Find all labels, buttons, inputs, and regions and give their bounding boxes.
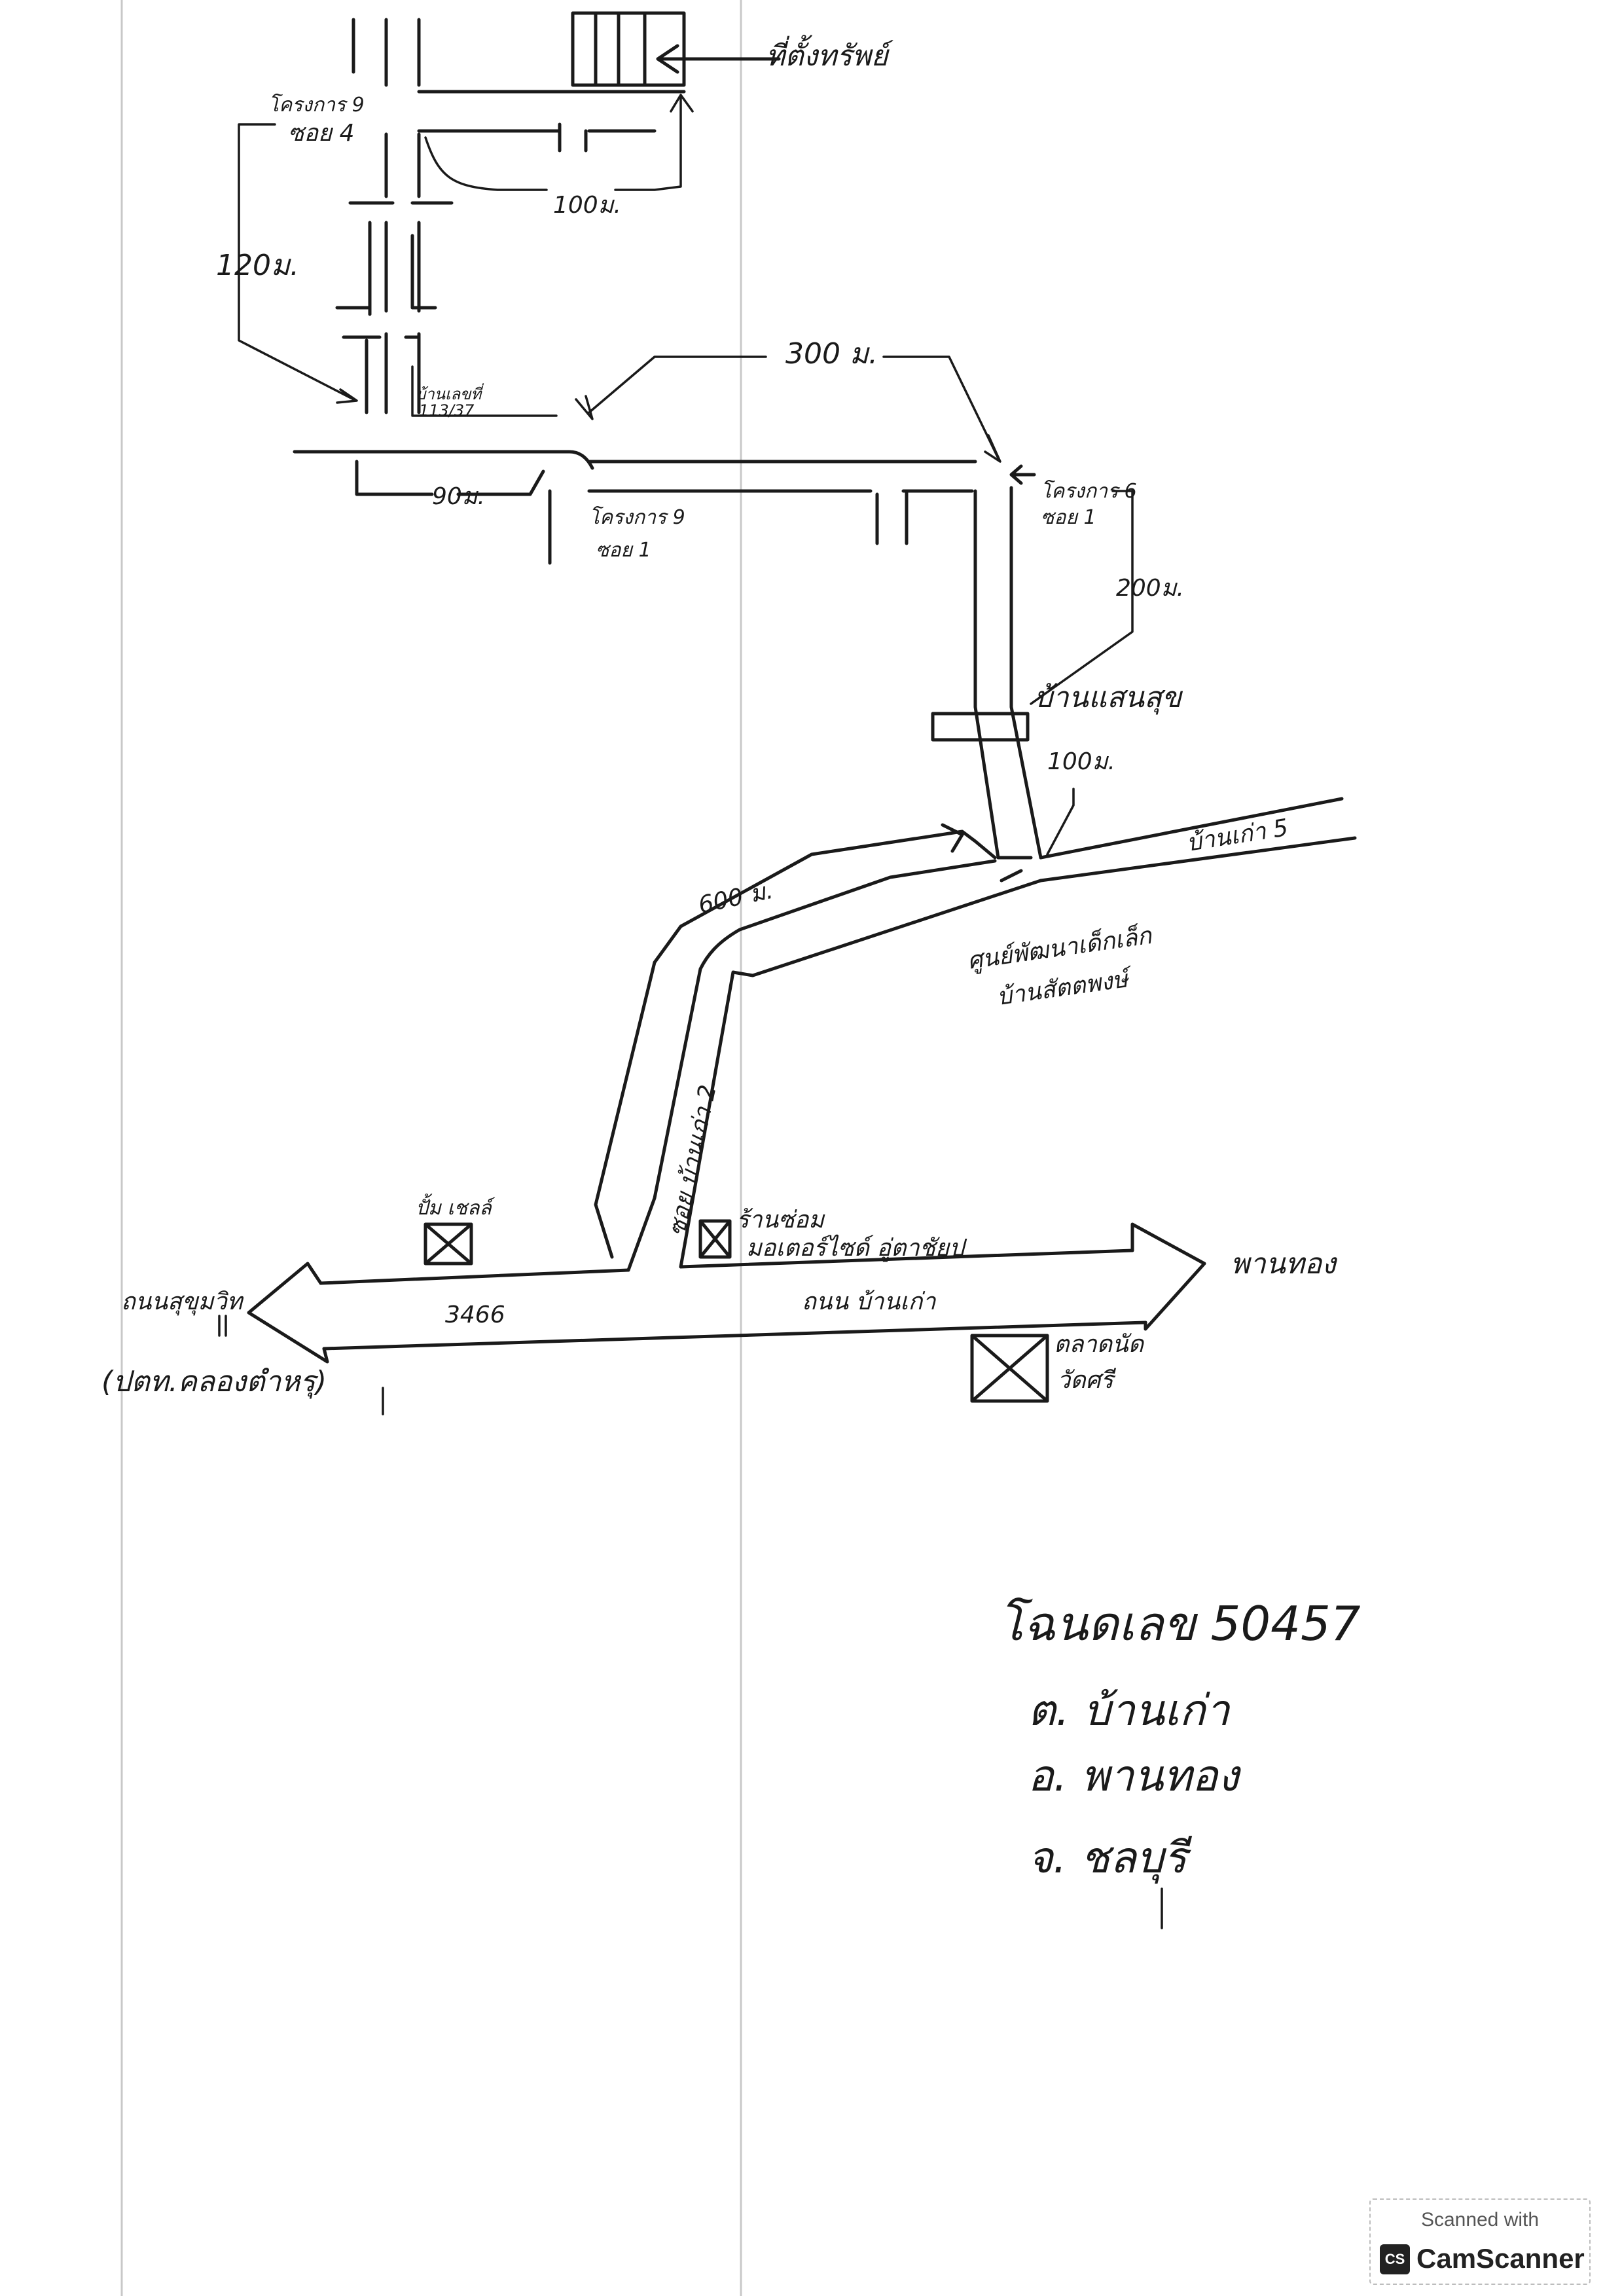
phan-thong-label: พานทอง: [1231, 1247, 1338, 1281]
deed-number: โฉนดเลข 50457: [998, 1596, 1361, 1651]
sukhumvit-label: ถนนสุขุมวิท: [121, 1288, 245, 1316]
project9-soi4-line2: ซอย 4: [288, 120, 355, 147]
project9-soi1-line2: ซอย 1: [596, 539, 651, 562]
market-line2: วัดศรี: [1057, 1367, 1117, 1394]
distance-600m: 600 ม.: [696, 877, 775, 919]
middle-road: [293, 355, 1134, 860]
market-line1: ตลาดนัด: [1054, 1331, 1145, 1358]
deed-province: จ. ชลบุรี: [1028, 1832, 1192, 1884]
house-plate-line2: 113/37: [419, 401, 475, 420]
deed-subdistrict: ต. บ้านเก่า: [1028, 1685, 1231, 1736]
baan-saen-sook-label: บ้านแสนสุข: [1034, 681, 1183, 715]
house-plate-line1: บ้านเลขที่: [416, 383, 484, 403]
project9-soi4-line1: โครงการ 9: [268, 93, 365, 117]
camscanner-logo-icon: CS: [1380, 2244, 1410, 2274]
distance-200m: 200ม.: [1116, 575, 1184, 602]
main-road-3466: [218, 1219, 1206, 1415]
distance-300m: 300 ม.: [785, 337, 878, 371]
distance-100m-mid: 100ม.: [1047, 748, 1115, 775]
lower-roads: [594, 797, 1357, 1272]
camscanner-watermark: Scanned with CS CamScanner: [1369, 2198, 1591, 2285]
project6-soi1-line1: โครงการ 6: [1041, 479, 1137, 503]
road-3466-label: 3466: [445, 1302, 505, 1328]
distance-90m: 90ม.: [432, 483, 485, 510]
project6-soi1-line2: ซอย 1: [1041, 506, 1096, 529]
property-label: ที่ตั้งทรัพย์: [766, 35, 893, 73]
deed-district: อ. พานทอง: [1028, 1751, 1242, 1801]
child-center-line2: บ้านสัตตพงษ์: [996, 965, 1135, 1011]
project9-soi1-line1: โครงการ 9: [589, 505, 685, 529]
child-center-line1: ศูนย์พัฒนาเด็กเล็ก: [965, 921, 1155, 975]
distance-100m-top: 100ม.: [553, 192, 621, 219]
sukhumvit-sub-label: (ปตท.คลองตำหรุ): [101, 1365, 327, 1399]
distance-120m: 120ม.: [216, 249, 299, 282]
camscanner-name: CamScanner: [1416, 2243, 1585, 2274]
scanned-with-text: Scanned with: [1420, 2209, 1540, 2231]
repair-shop-line1: ร้านซ่อม: [736, 1207, 825, 1233]
repair-shop-line2: มอเตอร์ไซด์ อู่ตาชัยป: [746, 1234, 967, 1262]
top-street-grid: [238, 11, 781, 417]
road-baan-kao-label: ถนน บ้านเก่า: [802, 1288, 937, 1315]
gas-station-label: ปั้ม เชลล์: [416, 1194, 496, 1220]
